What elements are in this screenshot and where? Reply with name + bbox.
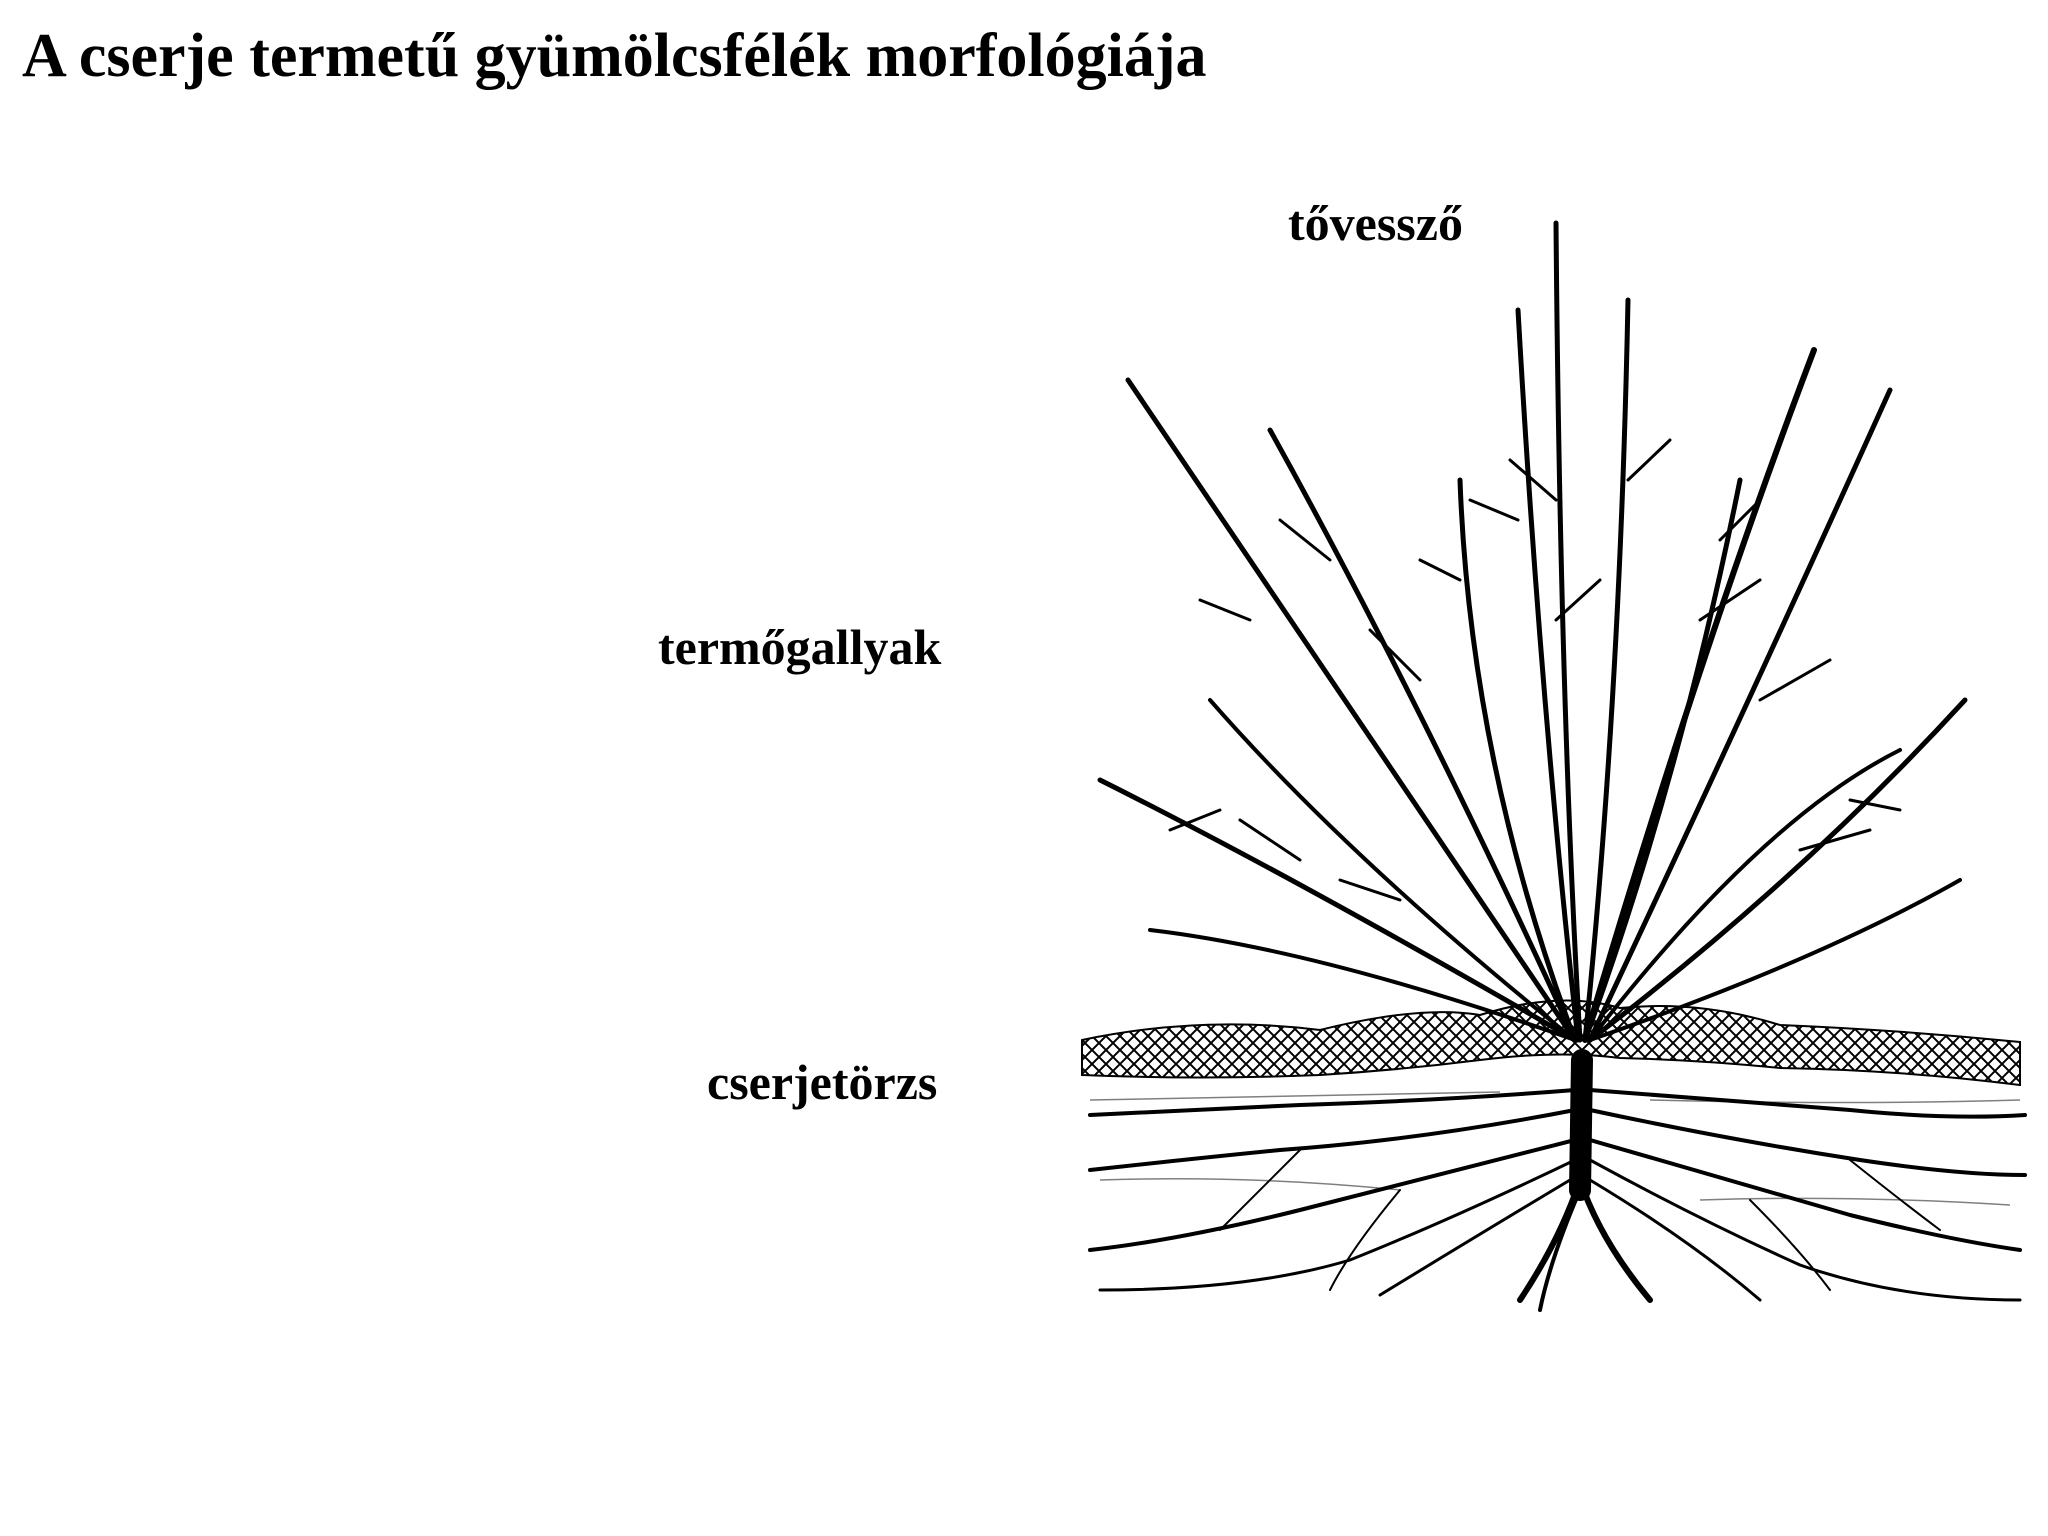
twigs [1168,438,1902,902]
label-shrub-trunk: cserjetörzs [707,1054,938,1110]
roots [1088,1049,2027,1312]
label-basal-shoot: tővessző [1288,195,1463,251]
shrub-illustration [1081,220,2027,1312]
soil-lines [1089,1091,2021,1206]
label-fruiting-branches: termőgallyak [658,619,942,675]
slide-title: A cserje termetű gyümölcsfélék morfológi… [22,22,1207,90]
branches [1097,220,1968,1043]
soil-surface [1081,999,2021,1087]
